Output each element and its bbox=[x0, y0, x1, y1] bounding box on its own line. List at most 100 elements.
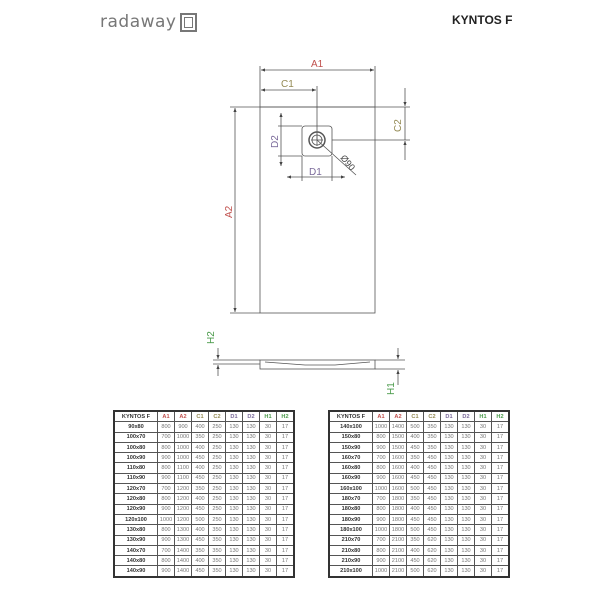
value-cell: 130 bbox=[457, 544, 475, 557]
size-cell: 130x90 bbox=[113, 534, 158, 546]
value-cell: 2100 bbox=[389, 544, 407, 557]
size-cell: 110x90 bbox=[113, 472, 158, 485]
tray-side-view bbox=[259, 359, 376, 370]
value-cell: 130 bbox=[457, 493, 475, 505]
value-cell: 1400 bbox=[389, 421, 407, 433]
size-cell: 180x100 bbox=[328, 524, 373, 536]
value-cell: 17 bbox=[276, 421, 295, 433]
value-cell: 130 bbox=[225, 493, 243, 505]
size-cell: 130x80 bbox=[113, 524, 158, 536]
size-cell: 160x70 bbox=[328, 452, 373, 464]
value-cell: 17 bbox=[491, 555, 510, 567]
value-cell: 800 bbox=[157, 462, 175, 474]
value-cell: 1000 bbox=[372, 421, 390, 433]
value-cell: 1800 bbox=[389, 513, 407, 526]
brand-logo: radaway bbox=[100, 12, 197, 32]
column-header: C1 bbox=[406, 410, 424, 423]
value-cell: 450 bbox=[406, 472, 424, 485]
value-cell: 700 bbox=[157, 544, 175, 557]
value-cell: 400 bbox=[191, 524, 209, 536]
value-cell: 130 bbox=[242, 513, 260, 526]
value-cell: 17 bbox=[491, 472, 510, 485]
value-cell: 17 bbox=[491, 534, 510, 546]
value-cell: 800 bbox=[372, 544, 390, 557]
value-cell: 130 bbox=[457, 503, 475, 515]
value-cell: 17 bbox=[276, 431, 295, 443]
value-cell: 250 bbox=[208, 483, 226, 495]
value-cell: 130 bbox=[225, 503, 243, 515]
value-cell: 400 bbox=[406, 431, 424, 443]
value-cell: 250 bbox=[208, 452, 226, 464]
value-cell: 130 bbox=[457, 441, 475, 454]
value-cell: 400 bbox=[191, 421, 209, 433]
value-cell: 700 bbox=[372, 452, 390, 464]
value-cell: 130 bbox=[225, 555, 243, 567]
column-header: KYNTOS F bbox=[113, 410, 158, 423]
size-cell: 160x100 bbox=[328, 483, 373, 495]
value-cell: 17 bbox=[491, 452, 510, 464]
value-cell: 1300 bbox=[174, 524, 192, 536]
value-cell: 130 bbox=[457, 555, 475, 567]
value-cell: 350 bbox=[208, 524, 226, 536]
label-a1: A1 bbox=[311, 59, 324, 70]
value-cell: 130 bbox=[242, 431, 260, 443]
value-cell: 17 bbox=[276, 483, 295, 495]
value-cell: 30 bbox=[474, 513, 492, 526]
diameter-leader bbox=[316, 139, 357, 176]
value-cell: 130 bbox=[457, 431, 475, 443]
value-cell: 130 bbox=[457, 421, 475, 433]
value-cell: 130 bbox=[457, 462, 475, 474]
value-cell: 250 bbox=[208, 513, 226, 526]
value-cell: 450 bbox=[423, 513, 441, 526]
value-cell: 130 bbox=[242, 493, 260, 505]
value-cell: 2100 bbox=[389, 555, 407, 567]
size-cell: 160x90 bbox=[328, 472, 373, 485]
value-cell: 450 bbox=[406, 441, 424, 454]
value-cell: 400 bbox=[191, 555, 209, 567]
value-cell: 30 bbox=[474, 544, 492, 557]
label-c2: C2 bbox=[393, 119, 404, 132]
value-cell: 130 bbox=[225, 524, 243, 536]
value-cell: 17 bbox=[491, 441, 510, 454]
value-cell: 17 bbox=[276, 441, 295, 454]
label-h1: H1 bbox=[386, 382, 397, 395]
value-cell: 130 bbox=[225, 565, 243, 578]
value-cell: 700 bbox=[157, 483, 175, 495]
value-cell: 17 bbox=[276, 513, 295, 526]
value-cell: 800 bbox=[372, 431, 390, 443]
value-cell: 350 bbox=[406, 452, 424, 464]
column-header: H1 bbox=[474, 410, 492, 423]
brand-name: radaway bbox=[100, 12, 177, 32]
size-cell: 100x80 bbox=[113, 441, 158, 454]
size-cell: 120x100 bbox=[113, 513, 158, 526]
value-cell: 400 bbox=[191, 462, 209, 474]
size-cell: 140x70 bbox=[113, 544, 158, 557]
value-cell: 30 bbox=[474, 534, 492, 546]
value-cell: 130 bbox=[440, 524, 458, 536]
value-cell: 1100 bbox=[174, 472, 192, 485]
value-cell: 17 bbox=[491, 544, 510, 557]
value-cell: 30 bbox=[474, 565, 492, 578]
value-cell: 450 bbox=[406, 555, 424, 567]
label-a2: A2 bbox=[224, 205, 235, 218]
value-cell: 1200 bbox=[174, 503, 192, 515]
label-h2: H2 bbox=[206, 331, 217, 344]
value-cell: 1000 bbox=[174, 431, 192, 443]
value-cell: 130 bbox=[242, 452, 260, 464]
logo-square-icon bbox=[179, 12, 197, 32]
value-cell: 17 bbox=[276, 524, 295, 536]
value-cell: 500 bbox=[406, 524, 424, 536]
value-cell: 17 bbox=[491, 462, 510, 474]
value-cell: 1500 bbox=[389, 431, 407, 443]
value-cell: 30 bbox=[259, 441, 277, 454]
value-cell: 800 bbox=[157, 421, 175, 433]
